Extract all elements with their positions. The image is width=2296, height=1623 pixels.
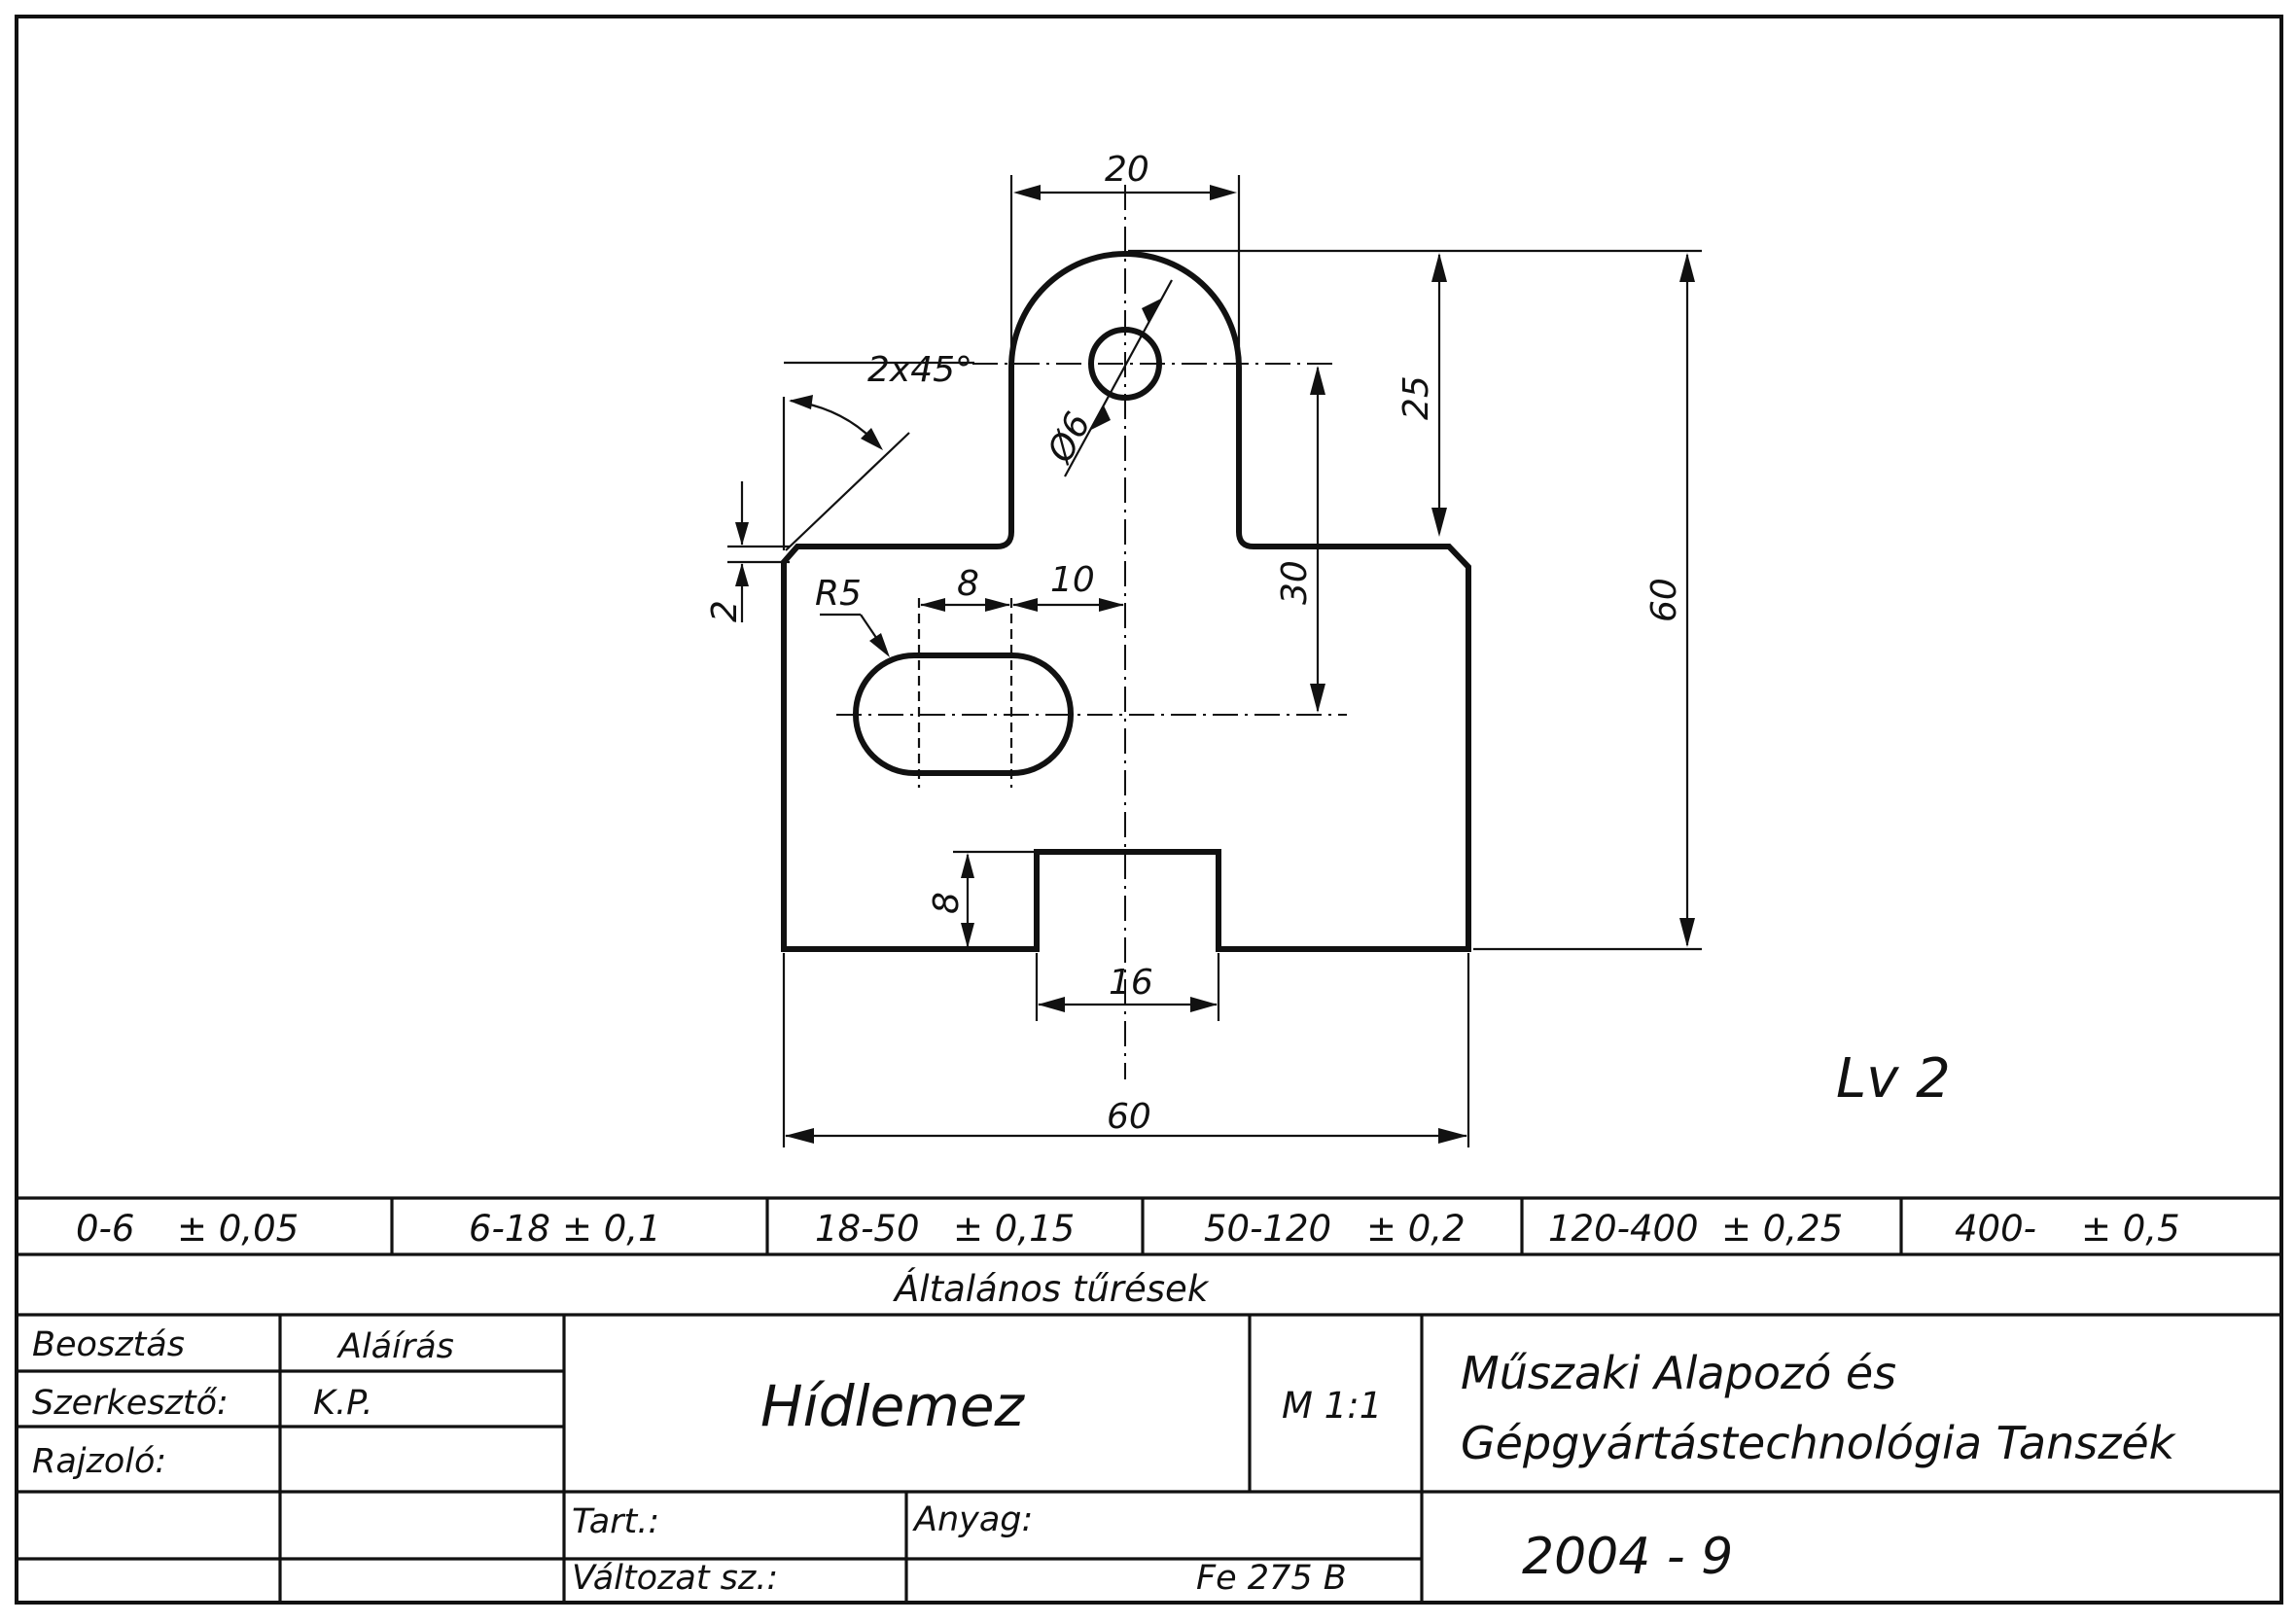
tol-range-2: 6-18 (469, 1208, 550, 1250)
label-alairas: Aláírás (336, 1327, 454, 1366)
material: Fe 275 B (1196, 1559, 1347, 1598)
center-lines (836, 185, 1347, 1079)
label-szerkeszto: Szerkesztő: (32, 1384, 229, 1423)
dim-notch-depth: 8 (927, 892, 967, 914)
dim-top-width: 20 (1105, 150, 1149, 190)
tol-value-4: ± 0,2 (1366, 1208, 1466, 1250)
dim-chamfer-height: 2 (705, 600, 745, 622)
dim-notch-width: 16 (1109, 963, 1153, 1003)
dim-height-30: 30 (1275, 560, 1315, 605)
tolerance-caption: Általános tűrések (893, 1267, 1210, 1310)
dim-chamfer: 2x45° (867, 350, 972, 390)
title-block-grid (17, 1315, 2281, 1603)
tol-range-4: 50-120 (1204, 1208, 1331, 1250)
tolerance-table (17, 1196, 2281, 1317)
dim-height-25: 25 (1396, 375, 1436, 420)
tol-range-5: 120-400 (1548, 1208, 1699, 1250)
department-line1: Műszaki Alapozó és (1461, 1347, 1896, 1399)
dim-total-height: 60 (1644, 578, 1684, 622)
drawing-number: 2004 - 9 (1522, 1528, 1733, 1586)
tol-value-2: ± 0,1 (562, 1208, 661, 1250)
slot-hidden-lines (917, 598, 1013, 788)
dimension-lines (727, 175, 1702, 1147)
dim-slot-radius: R5 (815, 574, 862, 614)
dim-total-width: 60 (1107, 1097, 1151, 1137)
tol-range-3: 18-50 (815, 1208, 920, 1250)
dim-slot-width: 8 (957, 564, 979, 604)
sheet-mark: Lv 2 (1836, 1047, 1951, 1111)
scale: M 1:1 (1282, 1385, 1382, 1427)
dim-slot-offset: 10 (1050, 560, 1095, 600)
tol-range-1: 0-6 (76, 1208, 134, 1250)
label-beosztas: Beosztás (32, 1325, 185, 1364)
sheet-frame (15, 15, 2283, 1605)
part-name: Hídlemez (760, 1373, 1026, 1439)
tol-value-5: ± 0,25 (1721, 1208, 1843, 1250)
label-valtozat: Változat sz.: (572, 1559, 778, 1598)
tol-value-1: ± 0,05 (177, 1208, 299, 1250)
tol-range-6: 400- (1955, 1208, 2036, 1250)
label-anyag: Anyag: (912, 1500, 1033, 1539)
dimension-texts: 20 25 60 30 Ø6 2x45° 2 R5 8 10 8 16 60 (705, 150, 1684, 1137)
department-line2: Gépgyártástechnológia Tanszék (1461, 1417, 2177, 1469)
tolerance-values: 0-6 ± 0,05 6-18 ± 0,1 18-50 ± 0,15 50-12… (76, 1208, 2180, 1250)
szerkeszto-signature: K.P. (313, 1384, 373, 1423)
title-block-texts: Beosztás Aláírás Szerkesztő: K.P. Rajzol… (32, 1325, 2177, 1598)
label-rajzolo: Rajzoló: (32, 1442, 166, 1481)
label-tart: Tart.: (572, 1502, 659, 1541)
tol-value-3: ± 0,15 (953, 1208, 1075, 1250)
dim-hole-diameter: Ø6 (1040, 406, 1099, 471)
part-outline (781, 251, 1471, 952)
tol-value-6: ± 0,5 (2081, 1208, 2180, 1250)
